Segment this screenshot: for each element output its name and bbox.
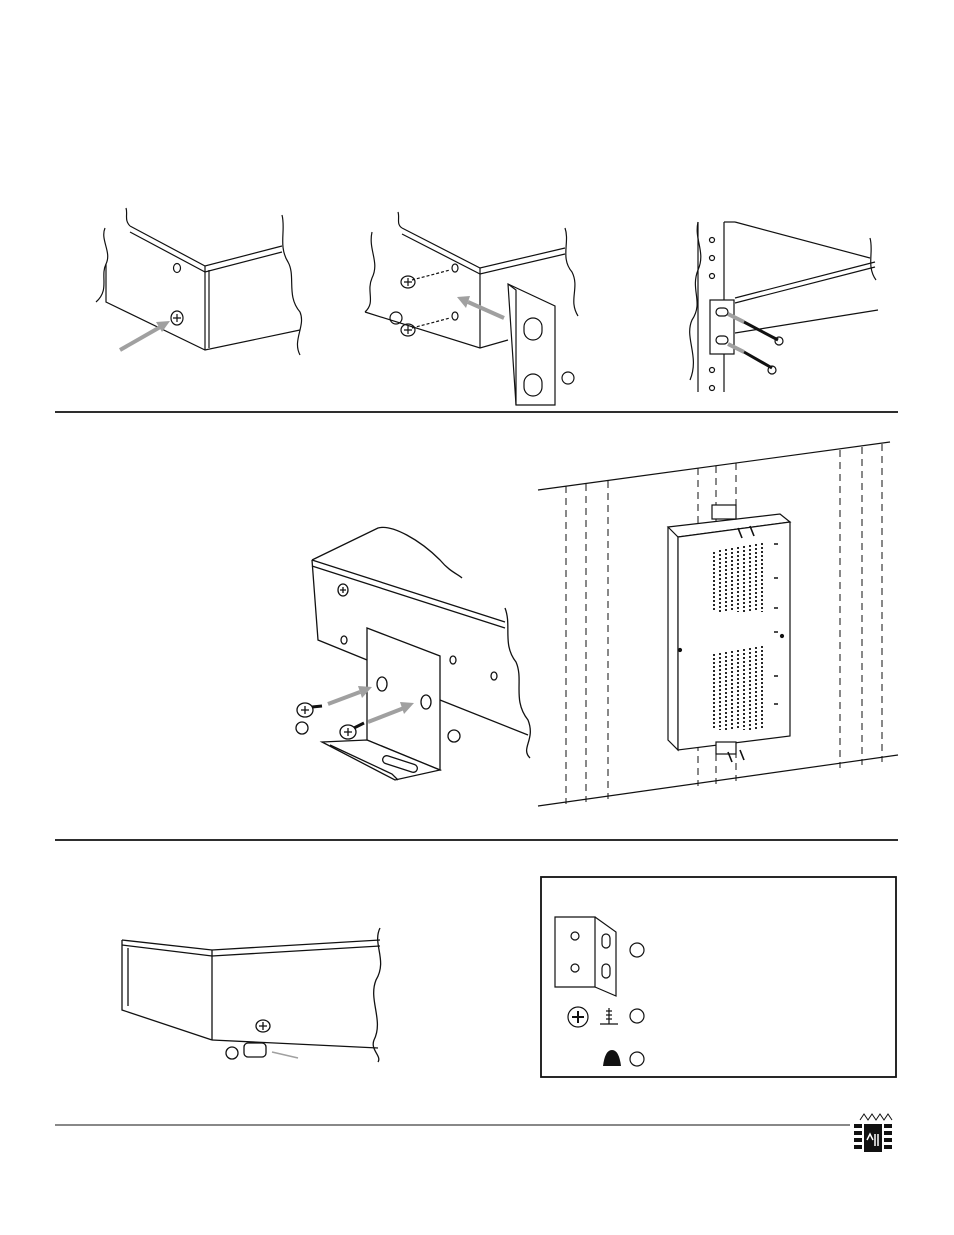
arrow <box>120 326 162 350</box>
figure-wall-bracket-attach <box>296 527 530 780</box>
figure-feet-install <box>122 928 381 1062</box>
figure-rack-step-2 <box>365 212 578 405</box>
legend-box <box>541 877 896 1077</box>
parts-legend <box>541 877 896 1077</box>
company-logo-icon <box>854 1114 892 1152</box>
figure-rack-step-1 <box>96 208 302 355</box>
arrow <box>328 692 360 704</box>
arrow <box>468 302 504 318</box>
figure-rack-step-3 <box>690 222 878 392</box>
figure-wall-mount-installed <box>538 442 898 806</box>
arrow <box>272 1052 298 1058</box>
